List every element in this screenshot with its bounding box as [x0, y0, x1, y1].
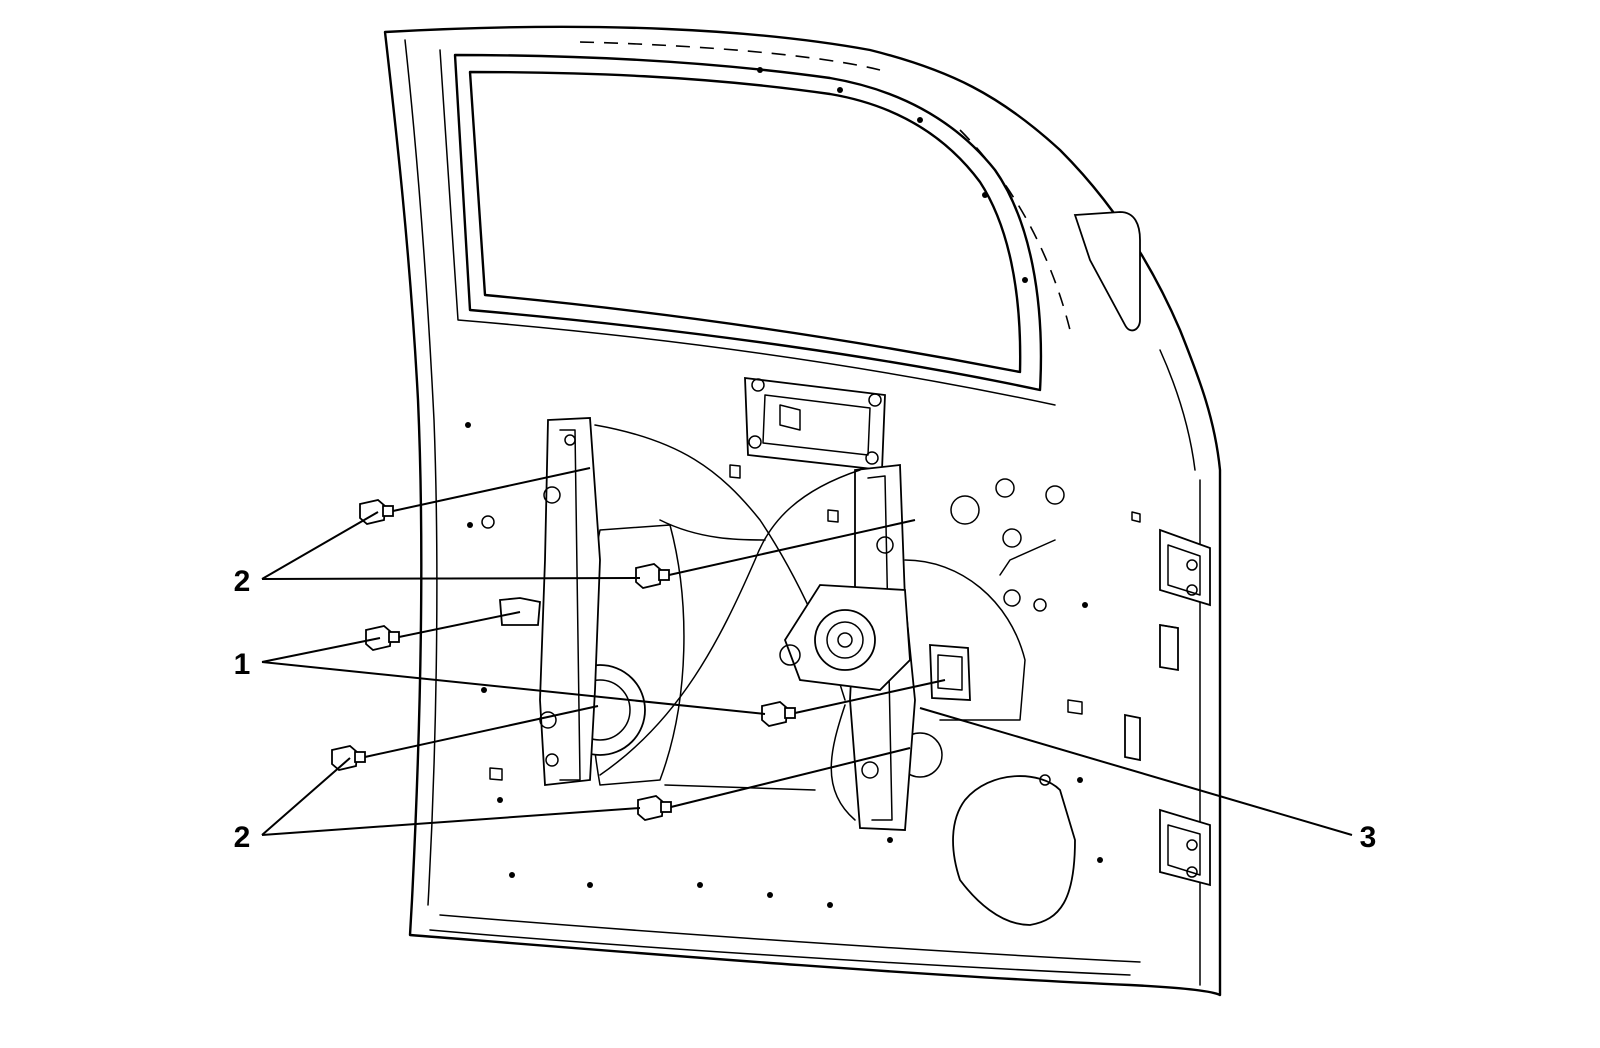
callout-labels: 2 1 2 3	[234, 565, 1377, 854]
bolt-2b-lower	[637, 795, 672, 821]
inside-handle-pocket	[744, 376, 886, 472]
door-panel	[383, 25, 1222, 997]
bolt-2b-upper	[331, 745, 366, 771]
callout-2-upper: 2	[234, 565, 251, 598]
access-openings	[554, 519, 1076, 926]
callout-1: 1	[234, 648, 251, 681]
mirror-mount	[1073, 211, 1141, 332]
callout-3: 3	[1360, 821, 1377, 854]
window-frame	[439, 41, 1071, 406]
bolt-1-lower	[761, 701, 796, 727]
bolt-2a-lower	[635, 563, 670, 589]
window-regulator	[539, 417, 971, 831]
panel-holes	[465, 67, 1179, 908]
callout-2-lower: 2	[234, 821, 251, 854]
leader-lines	[261, 467, 1353, 836]
door-hinges	[1124, 528, 1211, 887]
bolt-1-upper	[365, 625, 400, 651]
